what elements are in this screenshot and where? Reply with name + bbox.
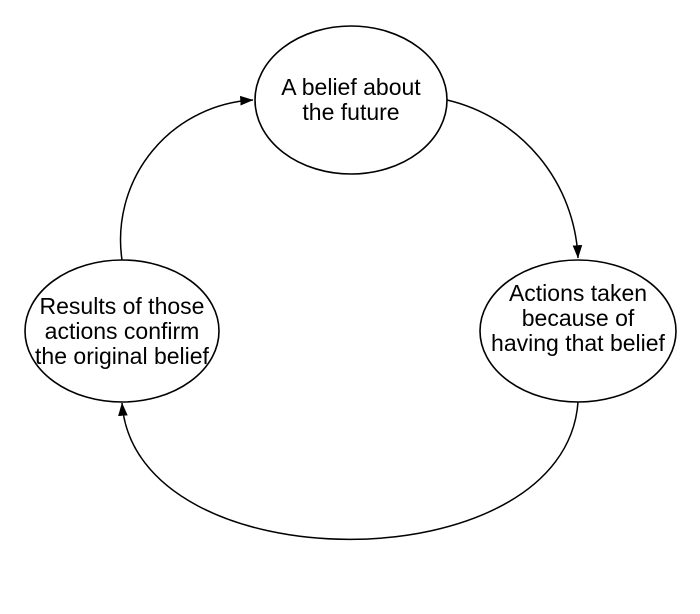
node-actions-ellipse bbox=[479, 259, 677, 403]
edge-belief-to-actions-arrow bbox=[446, 99, 583, 259]
node-results-ellipse bbox=[24, 259, 220, 403]
edge-results-to-belief-arrow bbox=[119, 95, 254, 261]
node-belief-ellipse bbox=[254, 25, 448, 175]
edge-actions-to-results-arrow bbox=[118, 401, 579, 540]
